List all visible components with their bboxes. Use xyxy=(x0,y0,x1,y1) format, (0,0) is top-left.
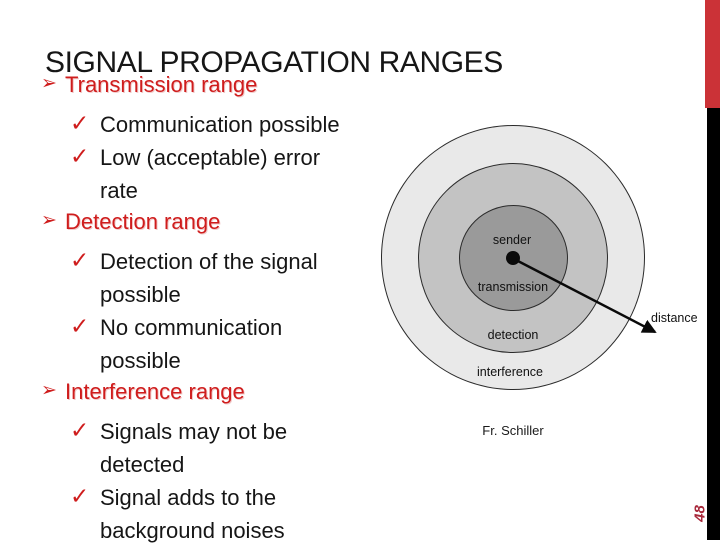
list-item-text: Signal adds to the xyxy=(100,485,277,510)
list-item-label: Interference range xyxy=(65,379,245,404)
distance-label: distance xyxy=(651,311,698,325)
list-item-text: No communication xyxy=(100,315,283,340)
list-item-label: Transmission range xyxy=(65,72,258,97)
checkmark-icon: ✓ xyxy=(70,247,90,273)
checkmark-icon: ✓ xyxy=(70,143,90,169)
arrow-bullet-icon: ➢ xyxy=(41,73,57,94)
credit-text: Fr. Schiller xyxy=(482,423,544,438)
detection-label: detection xyxy=(487,328,539,342)
checkmark-icon: ✓ xyxy=(70,483,90,509)
list-item-level1: ➢ Detection range xyxy=(40,207,370,237)
accent-bar-black xyxy=(707,108,720,540)
list-item-level2: ✓ Signals may not be detected xyxy=(40,415,370,481)
list-item-text: possible xyxy=(100,282,181,307)
list-item-text: detected xyxy=(100,452,185,477)
checkmark-icon: ✓ xyxy=(70,313,90,339)
sublist: ✓ Communication possible ✓ Low (acceptab… xyxy=(40,108,370,207)
interference-label: interference xyxy=(476,365,544,379)
page-number: 48 xyxy=(691,505,709,522)
list-item-text: Detection of the signal xyxy=(100,249,318,274)
checkmark-icon: ✓ xyxy=(70,417,90,443)
list-item-text: rate xyxy=(100,178,138,203)
list-item-text: background noises xyxy=(100,518,285,543)
list-item-text: possible xyxy=(100,348,181,373)
sender-label: sender xyxy=(492,233,532,247)
list-item-level2: ✓ Detection of the signal possible xyxy=(40,245,370,311)
list-item-text: Communication possible xyxy=(100,112,340,137)
list-item-level1: ➢ Interference range xyxy=(40,377,370,407)
sender-dot xyxy=(506,251,520,265)
accent-bar-red xyxy=(705,0,720,108)
list-item-level1: ➢ Transmission range xyxy=(40,70,370,100)
sublist: ✓ Signals may not be detected ✓ Signal a… xyxy=(40,415,370,547)
bullet-section-detection: ➢ Detection range ✓ Detection of the sig… xyxy=(40,207,370,377)
bullet-section-transmission: ➢ Transmission range ✓ Communication pos… xyxy=(40,70,370,207)
arrow-bullet-icon: ➢ xyxy=(41,210,57,231)
list-item-level2: ✓ No communication possible xyxy=(40,311,370,377)
sublist: ✓ Detection of the signal possible ✓ No … xyxy=(40,245,370,377)
list-item-text: Signals may not be xyxy=(100,419,288,444)
list-item-level2: ✓ Low (acceptable) error rate xyxy=(40,141,370,207)
bullet-section-interference: ➢ Interference range ✓ Signals may not b… xyxy=(40,377,370,547)
list-item-text: Low (acceptable) error xyxy=(100,145,321,170)
transmission-label: transmission xyxy=(477,280,549,294)
list-item-label: Detection range xyxy=(65,209,221,234)
page-title: SIGNAL PROPAGATION RANGES xyxy=(45,46,503,80)
list-item-level2: ✓ Communication possible xyxy=(40,108,370,141)
arrow-bullet-icon: ➢ xyxy=(41,380,57,401)
checkmark-icon: ✓ xyxy=(70,110,90,136)
list-item-level2: ✓ Signal adds to the background noises xyxy=(40,481,370,547)
